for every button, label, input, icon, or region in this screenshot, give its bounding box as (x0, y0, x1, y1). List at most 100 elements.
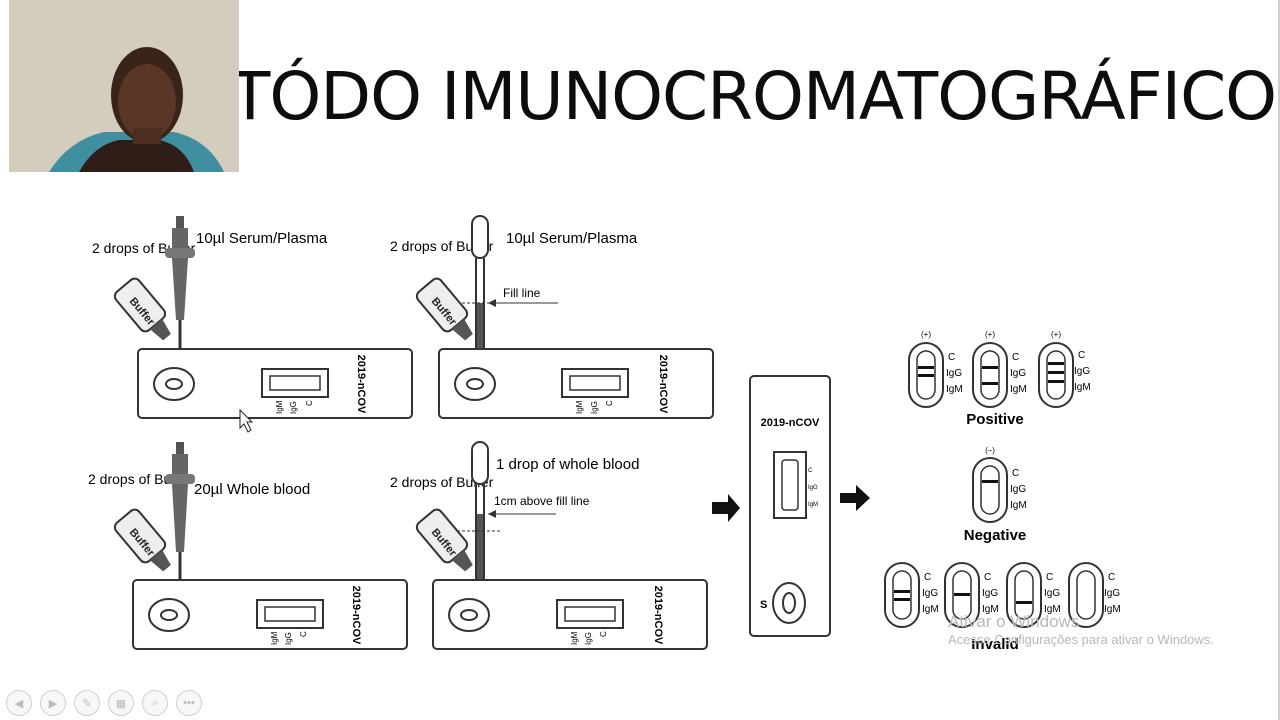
svg-text:IgG: IgG (1104, 588, 1120, 599)
zoom-icon[interactable]: ⌕ (142, 690, 168, 716)
step1-sample-label: 10µl Serum/Plasma (196, 230, 328, 247)
mouse-cursor-icon (239, 408, 254, 433)
svg-text:2019-nCOV: 2019-nCOV (652, 586, 664, 645)
result-positive-2: (+) C IgG IgM (972, 330, 1027, 408)
svg-text:IgM: IgM (570, 631, 579, 645)
svg-text:IgM: IgM (982, 604, 999, 615)
svg-text:(+): (+) (921, 330, 931, 339)
svg-text:C: C (1012, 352, 1019, 363)
step3-sample-label: 20µl Whole blood (194, 481, 310, 498)
watermark-line1: Ativar o Windows (948, 612, 1080, 631)
watermark-line2: Acesse Configurações para ativar o Windo… (948, 632, 1214, 647)
svg-text:IgG: IgG (946, 368, 962, 379)
svg-text:C: C (1012, 468, 1019, 479)
svg-text:IgG: IgG (590, 401, 599, 414)
step2-serum-plasma-dropper: 2 drops of Buffer 10µl Serum/Plasma Fill… (390, 215, 714, 419)
step4-sample-label: 1 drop of whole blood (496, 456, 639, 473)
svg-text:C: C (299, 631, 308, 637)
prev-icon[interactable]: ◀ (6, 690, 32, 716)
svg-text:2019-nCOV: 2019-nCOV (350, 586, 362, 645)
step3-whole-blood: 2 drops of Buffer 20µl Whole blood Buffe… (88, 442, 408, 650)
svg-text:IgG: IgG (982, 588, 998, 599)
result-negative: (–) C IgG IgM (972, 446, 1027, 523)
step2-buffer-label: 2 drops of Buffer (390, 238, 494, 254)
micropipette-icon (165, 216, 195, 352)
svg-text:IgM: IgM (922, 604, 939, 615)
svg-text:IgM: IgM (575, 400, 584, 414)
result-invalid-3: C IgG IgM (1006, 562, 1061, 628)
result-invalid-4: C IgG IgM (1068, 562, 1121, 628)
buffer-bottle-icon: Buffer (415, 508, 473, 572)
test-procedure-diagram: 2 drops of Buffer 10µl Serum/Plasma Buff… (88, 215, 1121, 653)
arrow-right-icon (840, 485, 870, 511)
next-icon[interactable]: ▶ (40, 690, 66, 716)
svg-text:IgG: IgG (284, 632, 293, 645)
svg-text:C: C (599, 631, 608, 637)
svg-text:IgG: IgG (1074, 366, 1090, 377)
svg-text:IgM: IgM (1010, 500, 1027, 511)
svg-text:C: C (1078, 350, 1085, 361)
webcam-overlay (9, 0, 239, 172)
step2-sample-label: 10µl Serum/Plasma (506, 230, 638, 247)
invalid-label: Invalid (971, 636, 1019, 653)
svg-text:IgM: IgM (1044, 604, 1061, 615)
svg-text:C: C (984, 572, 991, 583)
buffer-bottle-icon: Buffer (113, 277, 171, 341)
svg-text:C: C (605, 400, 614, 406)
svg-text:IgM: IgM (1104, 604, 1121, 615)
buffer-bottle-icon: Buffer (415, 277, 473, 341)
result-invalid-2: C IgG IgM (944, 562, 999, 628)
step4-fill-line: 1cm above fill line (494, 494, 590, 508)
svg-text:IgM: IgM (808, 502, 818, 508)
slides-icon[interactable]: ▦ (108, 690, 134, 716)
svg-text:IgG: IgG (1044, 588, 1060, 599)
result-invalid-1: C IgG IgM (884, 562, 939, 628)
result-positive-1: (+) C IgG IgM (908, 330, 963, 408)
svg-text:(–): (–) (985, 446, 995, 455)
step4-buffer-label: 2 drops of Buffer (390, 474, 494, 490)
svg-text:C: C (305, 400, 314, 406)
step4-whole-blood-dropper: 2 drops of Buffer 1 drop of whole blood … (390, 441, 708, 650)
dropper-icon (471, 441, 489, 590)
result-positive-3: (+) C IgG IgM (1038, 330, 1091, 408)
step1-serum-plasma: 2 drops of Buffer 10µl Serum/Plasma Buff… (92, 216, 413, 419)
micropipette-icon (165, 442, 195, 584)
dropper-icon (471, 215, 489, 358)
slideshow-controls: ◀ ▶ ✎ ▦ ⌕ ••• (6, 690, 202, 716)
presenter-video (9, 0, 239, 172)
more-icon[interactable]: ••• (176, 690, 202, 716)
svg-text:C: C (1046, 572, 1053, 583)
svg-text:2019-nCOV: 2019-nCOV (761, 417, 820, 429)
svg-text:IgG: IgG (922, 588, 938, 599)
svg-text:IgM: IgM (946, 384, 963, 395)
svg-text:IgM: IgM (1010, 384, 1027, 395)
window-border (1278, 0, 1280, 720)
svg-text:C: C (948, 352, 955, 363)
svg-text:IgG: IgG (808, 485, 818, 491)
svg-text:IgG: IgG (289, 401, 298, 414)
results-panel: (+) C IgG IgM (+) C IgG IgM (+) (884, 330, 1121, 653)
svg-text:IgM: IgM (270, 631, 279, 645)
windows-activation-watermark: Ativar o Windows Acesse Configurações pa… (948, 612, 1214, 647)
svg-text:IgG: IgG (584, 632, 593, 645)
svg-text:S: S (760, 599, 767, 611)
step2-fill-line: Fill line (503, 286, 541, 300)
svg-text:IgM: IgM (1074, 382, 1091, 393)
svg-text:C: C (808, 468, 813, 474)
svg-text:2019-nCOV: 2019-nCOV (657, 355, 669, 414)
svg-text:IgG: IgG (1010, 368, 1026, 379)
svg-text:(+): (+) (985, 330, 995, 339)
arrow-right-icon (712, 494, 740, 522)
positive-label: Positive (966, 411, 1024, 428)
negative-label: Negative (964, 527, 1027, 544)
svg-text:IgM: IgM (275, 400, 284, 414)
slide-title: TÓDO IMUNOCROMATOGRÁFICO (230, 58, 1277, 135)
pen-icon[interactable]: ✎ (74, 690, 100, 716)
svg-text:C: C (1108, 572, 1115, 583)
svg-text:2019-nCOV: 2019-nCOV (355, 355, 367, 414)
svg-text:IgG: IgG (1010, 484, 1026, 495)
step3-buffer-label: 2 drops of Buffer (88, 471, 192, 487)
svg-text:(+): (+) (1051, 330, 1061, 339)
svg-text:C: C (924, 572, 931, 583)
